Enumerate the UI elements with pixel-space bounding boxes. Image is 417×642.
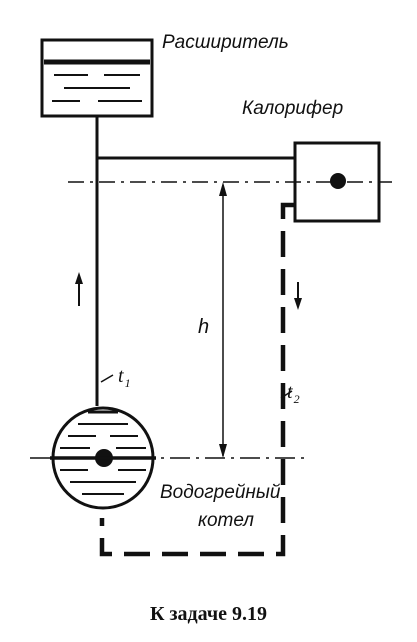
up-flow-arrow [75, 272, 83, 306]
heater-center-dot [330, 173, 346, 189]
t1-leader [100, 374, 114, 383]
heater [293, 141, 381, 223]
t2-leader [280, 390, 293, 399]
t1-label: t1 [118, 365, 131, 389]
boiler-label-line1: Водогрейный [160, 482, 281, 503]
figure-caption: К задаче 9.19 [149, 603, 267, 625]
expansion-tank [40, 38, 154, 118]
heater-label: Калорифер [242, 98, 344, 119]
t1-symbol: t [118, 365, 124, 387]
t2-symbol: t [287, 381, 293, 403]
height-label: h [198, 316, 210, 338]
expander-label: Расширитель [162, 32, 289, 53]
t1-index: 1 [124, 376, 131, 390]
return-pipe [99, 202, 295, 557]
height-dimension [219, 182, 227, 458]
t2-index: 2 [293, 392, 300, 406]
t2-label: t2 [287, 381, 300, 405]
boiler-label-line2: котел [198, 510, 255, 531]
down-flow-arrow [294, 282, 302, 310]
